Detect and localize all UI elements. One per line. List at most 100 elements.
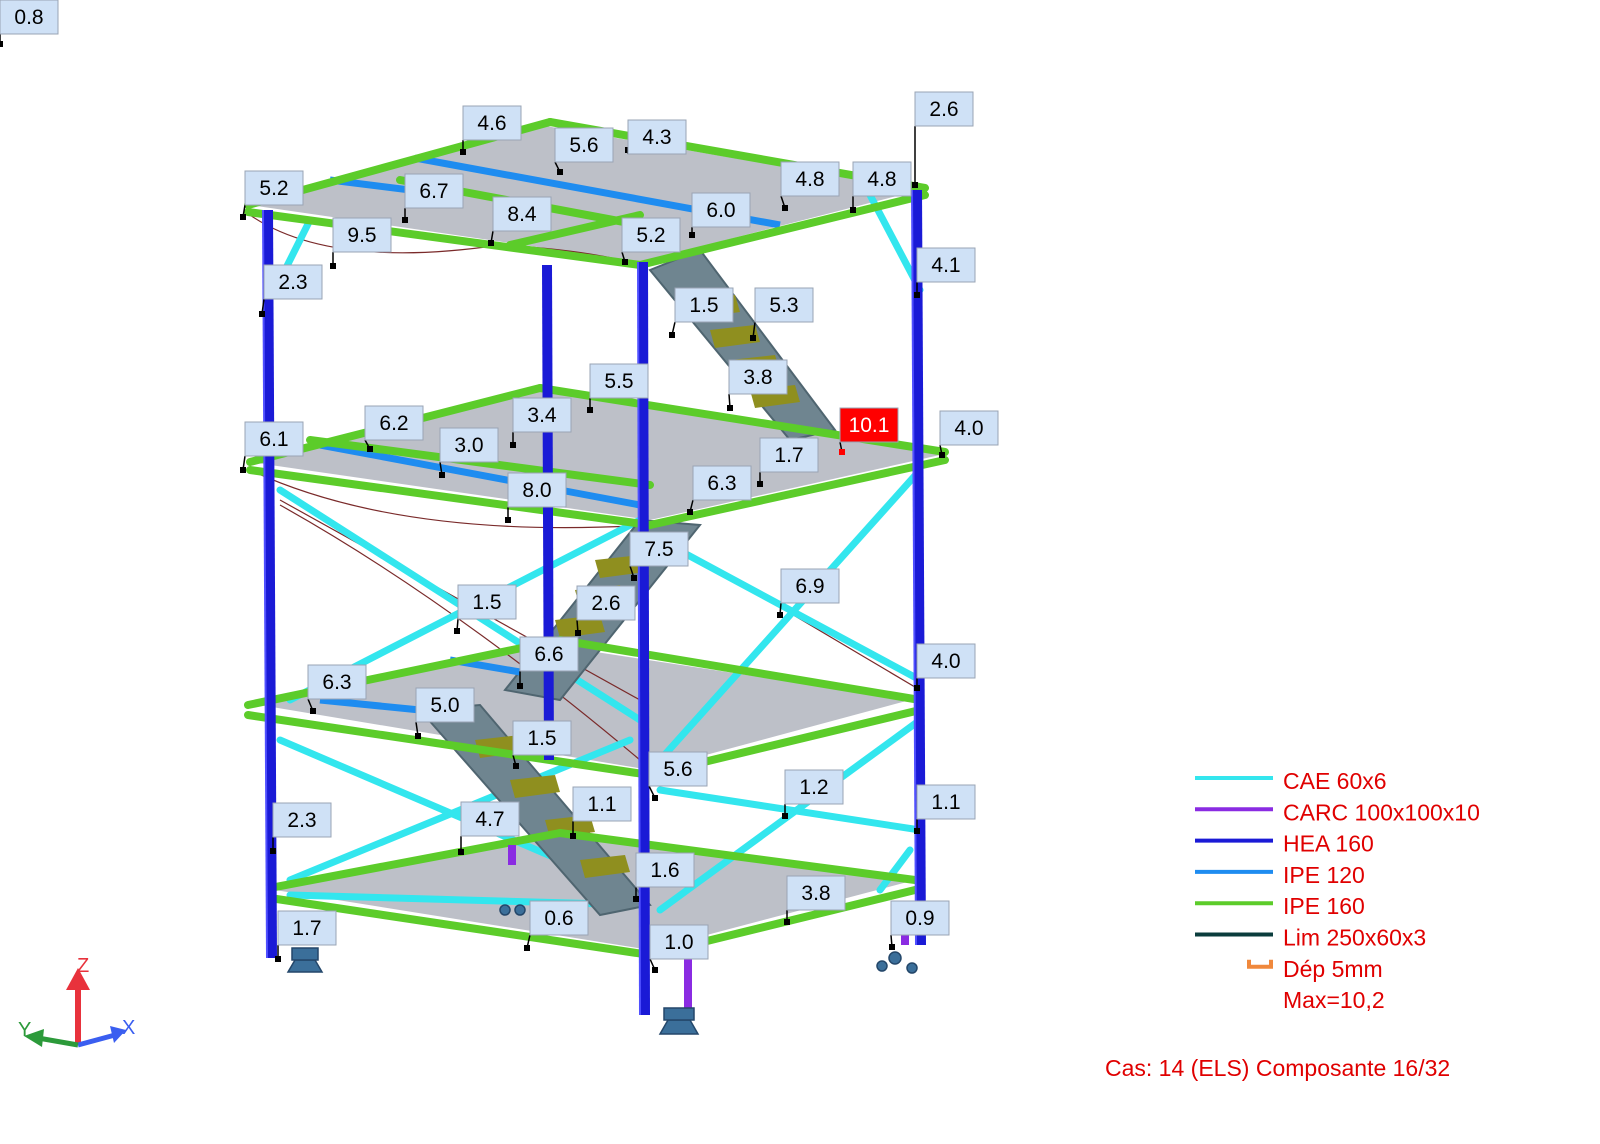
label-box bbox=[576, 585, 636, 621]
node-marker bbox=[914, 828, 920, 834]
label-box bbox=[916, 643, 976, 679]
displacement-label: 1.6 bbox=[633, 852, 695, 902]
label-box bbox=[754, 287, 814, 323]
node-marker bbox=[782, 813, 788, 819]
displacement-label: 6.0 bbox=[689, 192, 751, 238]
label-box bbox=[852, 161, 912, 197]
label-value: 1.5 bbox=[527, 727, 556, 750]
x-axis-label: X bbox=[122, 1017, 135, 1039]
displacement-label: 5.6 bbox=[554, 127, 614, 175]
label-box bbox=[460, 801, 520, 837]
displacement-label: 6.9 bbox=[777, 568, 840, 618]
label-value: 1.0 bbox=[664, 931, 693, 954]
label-value: 5.2 bbox=[259, 177, 288, 200]
legend-item: Dép 5mm bbox=[1247, 956, 1383, 982]
displacement-label: 5.3 bbox=[750, 287, 814, 341]
label-box bbox=[691, 192, 751, 228]
displacement-label: 1.1 bbox=[914, 784, 976, 834]
label-box bbox=[780, 568, 840, 604]
node-marker bbox=[914, 292, 920, 298]
label-box bbox=[916, 784, 976, 820]
displacement-label: 2.3 bbox=[270, 802, 332, 854]
label-value: 1.1 bbox=[587, 793, 616, 816]
legend-item: Lim 250x60x3 bbox=[1195, 925, 1426, 951]
label-value: 1.7 bbox=[774, 444, 803, 467]
legend-label: IPE 160 bbox=[1283, 893, 1365, 919]
node-marker bbox=[402, 217, 408, 223]
node-marker bbox=[669, 332, 675, 338]
legend-item: IPE 120 bbox=[1195, 862, 1365, 888]
label-value: 2.6 bbox=[591, 592, 620, 615]
label-box bbox=[415, 687, 475, 723]
legend-label: HEA 160 bbox=[1283, 831, 1374, 857]
legend-item: IPE 160 bbox=[1195, 893, 1365, 919]
y-axis-label: Y bbox=[18, 1019, 31, 1041]
label-value: 6.7 bbox=[419, 180, 448, 203]
label-value: 1.6 bbox=[650, 859, 679, 882]
node-marker bbox=[505, 517, 511, 523]
displacement-label: 4.6 bbox=[460, 105, 522, 155]
label-value: 1.1 bbox=[931, 791, 960, 814]
node-marker bbox=[513, 763, 519, 769]
node-marker bbox=[488, 240, 494, 246]
legend-item: HEA 160 bbox=[1195, 831, 1374, 857]
label-value: 0.9 bbox=[905, 907, 934, 930]
displacement-label: 4.8 bbox=[780, 161, 840, 211]
legend-label: IPE 120 bbox=[1283, 862, 1365, 888]
label-box bbox=[784, 769, 844, 805]
displacement-label: 6.3 bbox=[307, 664, 367, 714]
node-marker bbox=[0, 41, 3, 47]
node-marker bbox=[270, 848, 276, 854]
label-box bbox=[939, 410, 999, 446]
label-value: 5.2 bbox=[636, 224, 665, 247]
label-box bbox=[916, 247, 976, 283]
label-value: 3.8 bbox=[801, 882, 830, 905]
node-marker bbox=[689, 232, 695, 238]
label-value: 0.8 bbox=[14, 6, 43, 29]
label-box bbox=[512, 720, 572, 756]
node-marker bbox=[750, 335, 756, 341]
node-marker bbox=[633, 896, 639, 902]
label-value: 0.6 bbox=[544, 907, 573, 930]
node-marker bbox=[240, 467, 246, 473]
label-box bbox=[457, 584, 517, 620]
label-box bbox=[627, 119, 687, 155]
node-marker bbox=[652, 967, 658, 973]
label-box bbox=[839, 407, 899, 443]
label-box bbox=[404, 173, 464, 209]
displacement-label: 1.5 bbox=[454, 584, 517, 634]
node-marker bbox=[575, 630, 581, 636]
label-box bbox=[277, 910, 337, 946]
label-value: 4.0 bbox=[954, 417, 983, 440]
label-box bbox=[674, 287, 734, 323]
label-value: 6.9 bbox=[795, 575, 824, 598]
displacement-label: 2.6 bbox=[912, 91, 974, 188]
label-box bbox=[759, 437, 819, 473]
legend-item: CARC 100x100x10 bbox=[1195, 799, 1480, 825]
node-marker bbox=[687, 509, 693, 515]
displacement-label: 2.6 bbox=[575, 585, 636, 636]
label-value: 5.0 bbox=[430, 694, 459, 717]
displacement-label: 3.0 bbox=[439, 427, 499, 478]
label-value: 3.0 bbox=[454, 434, 483, 457]
axis-triad[interactable]: Z Y X bbox=[18, 955, 135, 1048]
displacement-label: 5.2 bbox=[240, 170, 304, 220]
label-box bbox=[692, 465, 752, 501]
label-value: 6.2 bbox=[379, 412, 408, 435]
z-axis-label: Z bbox=[77, 955, 89, 977]
displacement-label: 5.0 bbox=[415, 687, 475, 739]
displacement-label: 1.7 bbox=[757, 437, 819, 487]
displacement-label: 6.1 bbox=[240, 421, 304, 473]
label-box bbox=[307, 664, 367, 700]
label-box bbox=[890, 900, 950, 936]
displacement-label: 5.2 bbox=[621, 217, 681, 265]
displacement-label: 3.8 bbox=[727, 359, 788, 411]
z-arrow-icon bbox=[66, 968, 90, 990]
node-marker bbox=[557, 169, 563, 175]
displacement-label: 3.8 bbox=[784, 875, 846, 925]
label-box bbox=[648, 751, 708, 787]
displacement-label: 8.0 bbox=[505, 472, 567, 523]
label-box bbox=[492, 196, 552, 232]
